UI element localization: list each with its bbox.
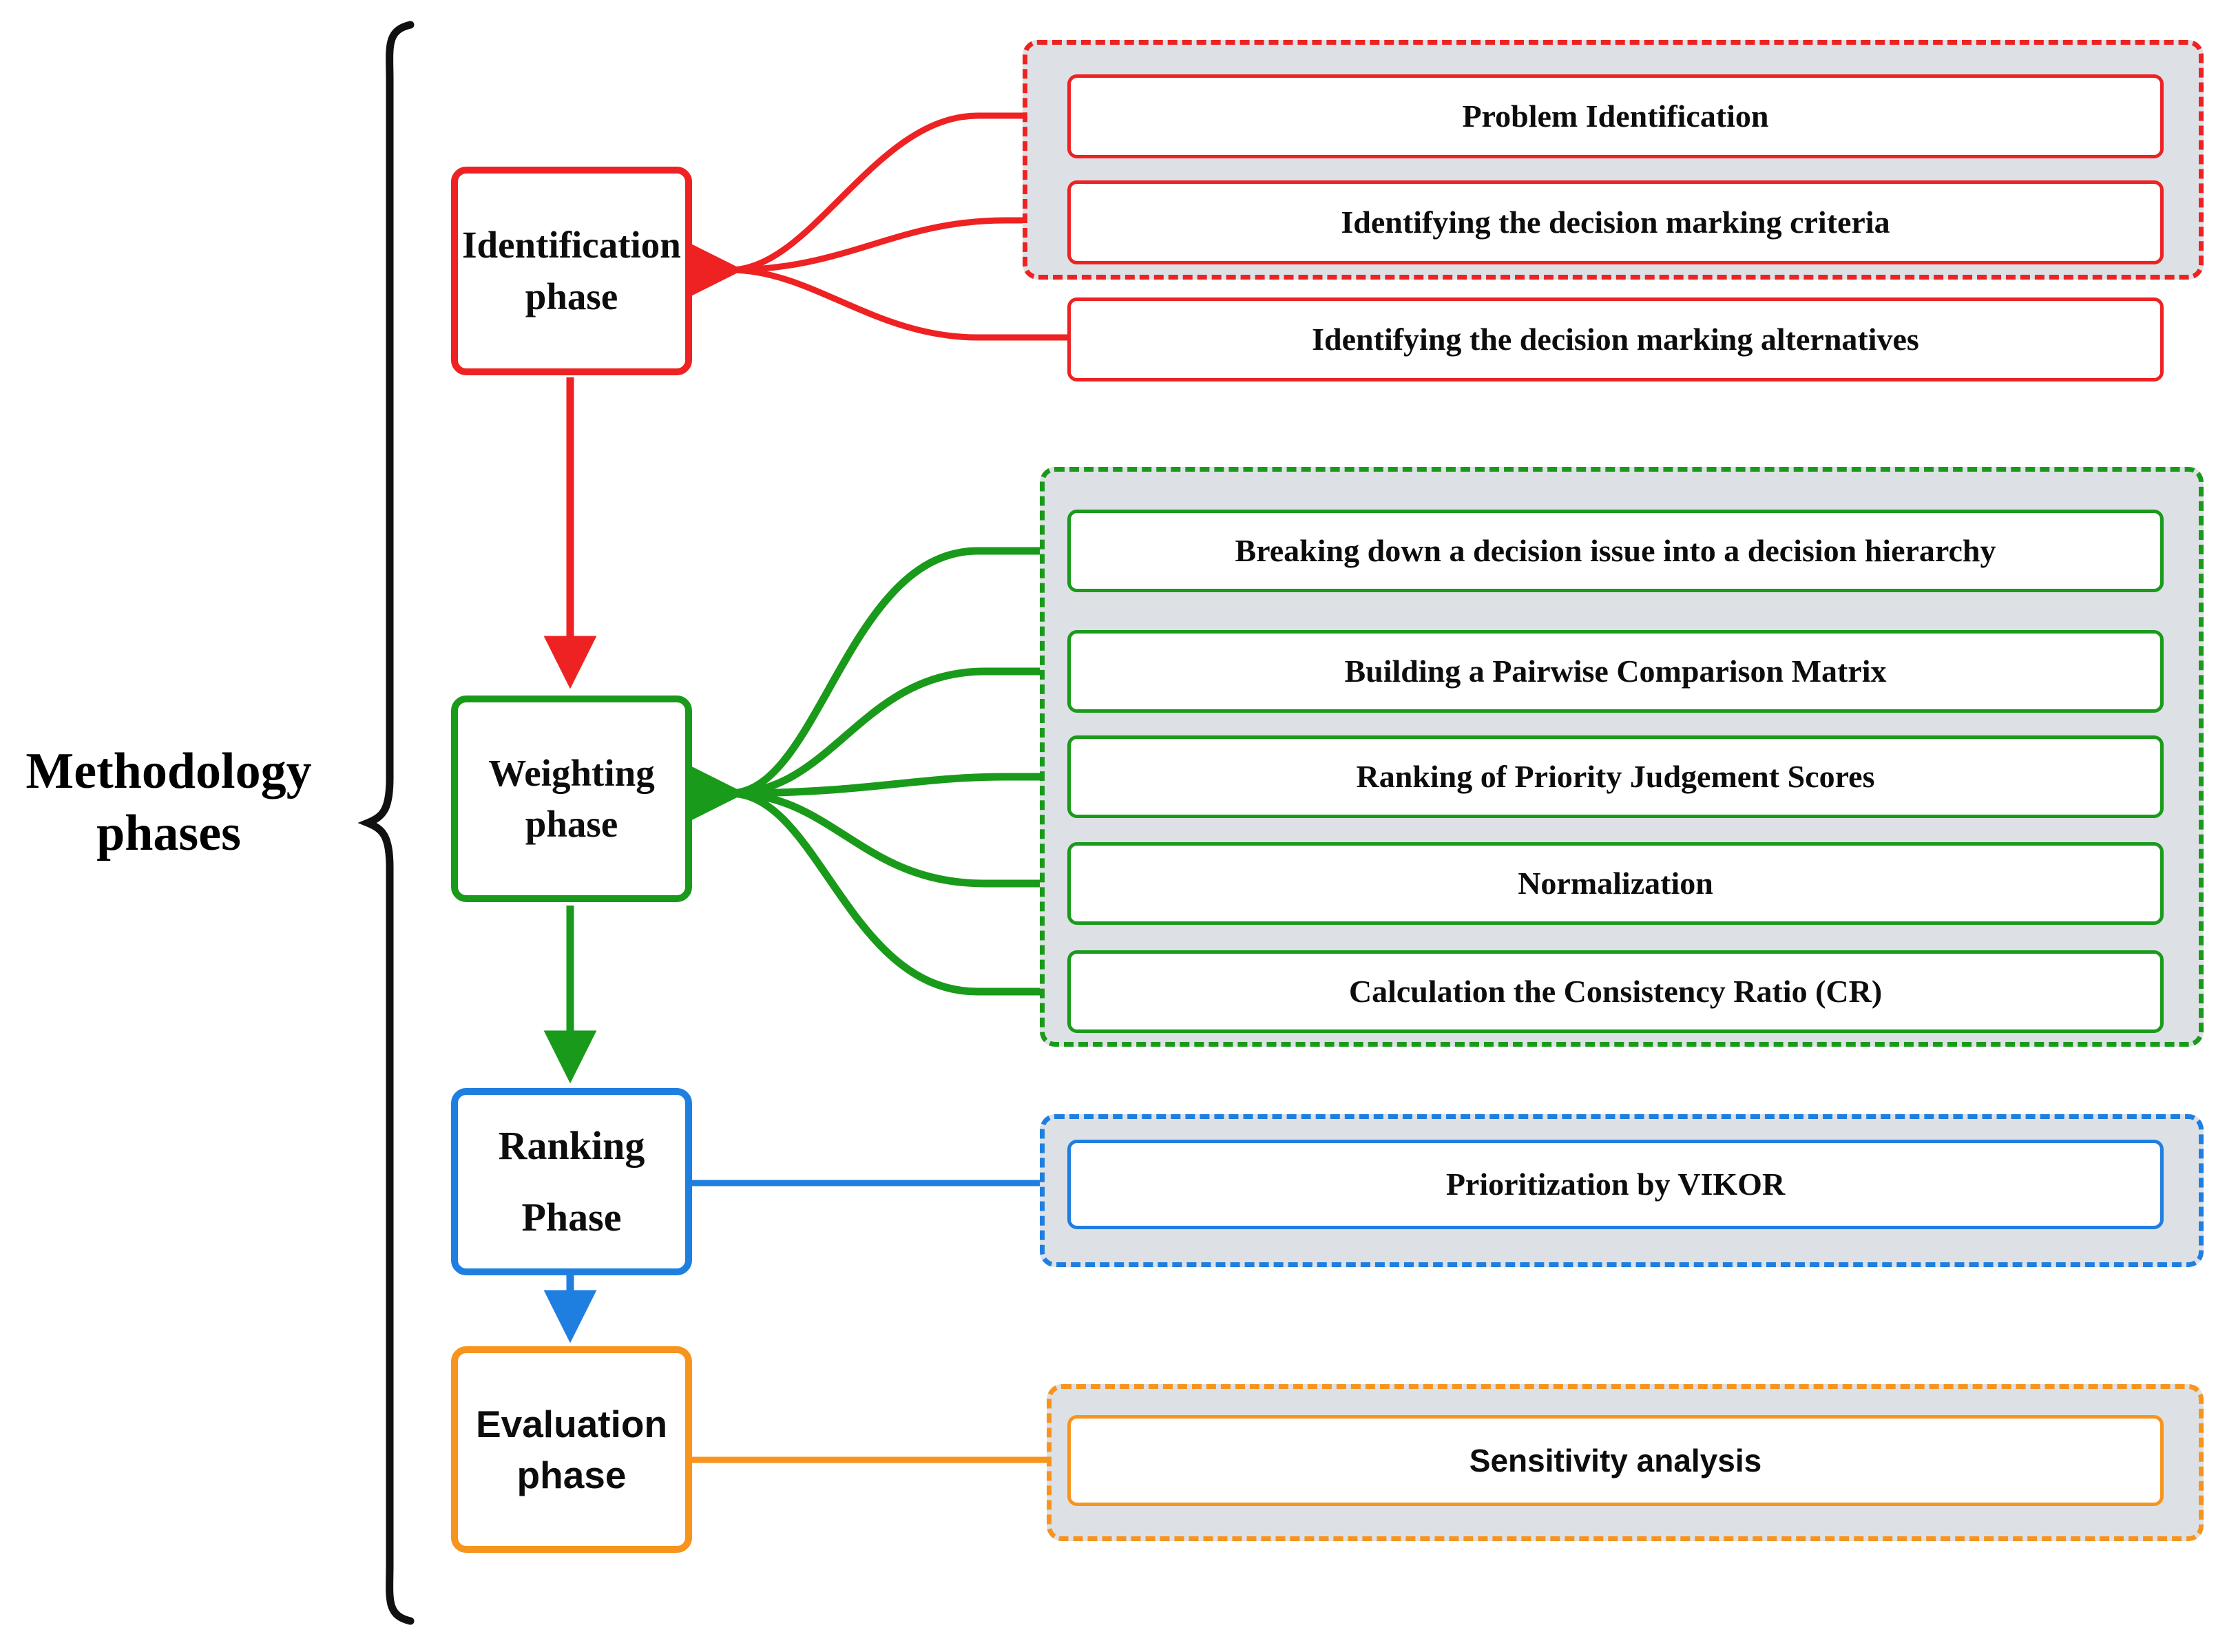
step-identify-alternatives[interactable]: Identifying the decision marking alterna…: [1067, 297, 2164, 381]
phase-ranking[interactable]: Ranking Phase: [451, 1088, 692, 1275]
phase-ranking-line2: Phase: [521, 1195, 622, 1240]
page-title: Methodology phases: [25, 743, 312, 862]
step-problem-identification[interactable]: Problem Identification: [1067, 74, 2164, 158]
phase-evaluation[interactable]: Evaluation phase: [451, 1346, 692, 1553]
step-decision-hierarchy[interactable]: Breaking down a decision issue into a de…: [1067, 510, 2164, 592]
step-sensitivity-analysis[interactable]: Sensitivity analysis: [1067, 1415, 2164, 1506]
weighting-connectors: [668, 547, 1071, 996]
step-pairwise-matrix[interactable]: Building a Pairwise Comparison Matrix: [1067, 630, 2164, 713]
step-prioritization-vikor[interactable]: Prioritization by VIKOR: [1067, 1140, 2164, 1229]
phase-weighting[interactable]: Weighting phase: [451, 696, 692, 902]
phase-identification[interactable]: Identification phase: [451, 167, 692, 375]
identification-connectors: [676, 112, 1071, 341]
curly-brace-icon: [357, 21, 415, 1625]
step-consistency-ratio[interactable]: Calculation the Consistency Ratio (CR): [1067, 950, 2164, 1033]
phase-ranking-line1: Ranking: [498, 1122, 645, 1168]
step-normalization[interactable]: Normalization: [1067, 842, 2164, 925]
step-identify-criteria[interactable]: Identifying the decision marking criteri…: [1067, 180, 2164, 264]
step-priority-ranking[interactable]: Ranking of Priority Judgement Scores: [1067, 735, 2164, 818]
